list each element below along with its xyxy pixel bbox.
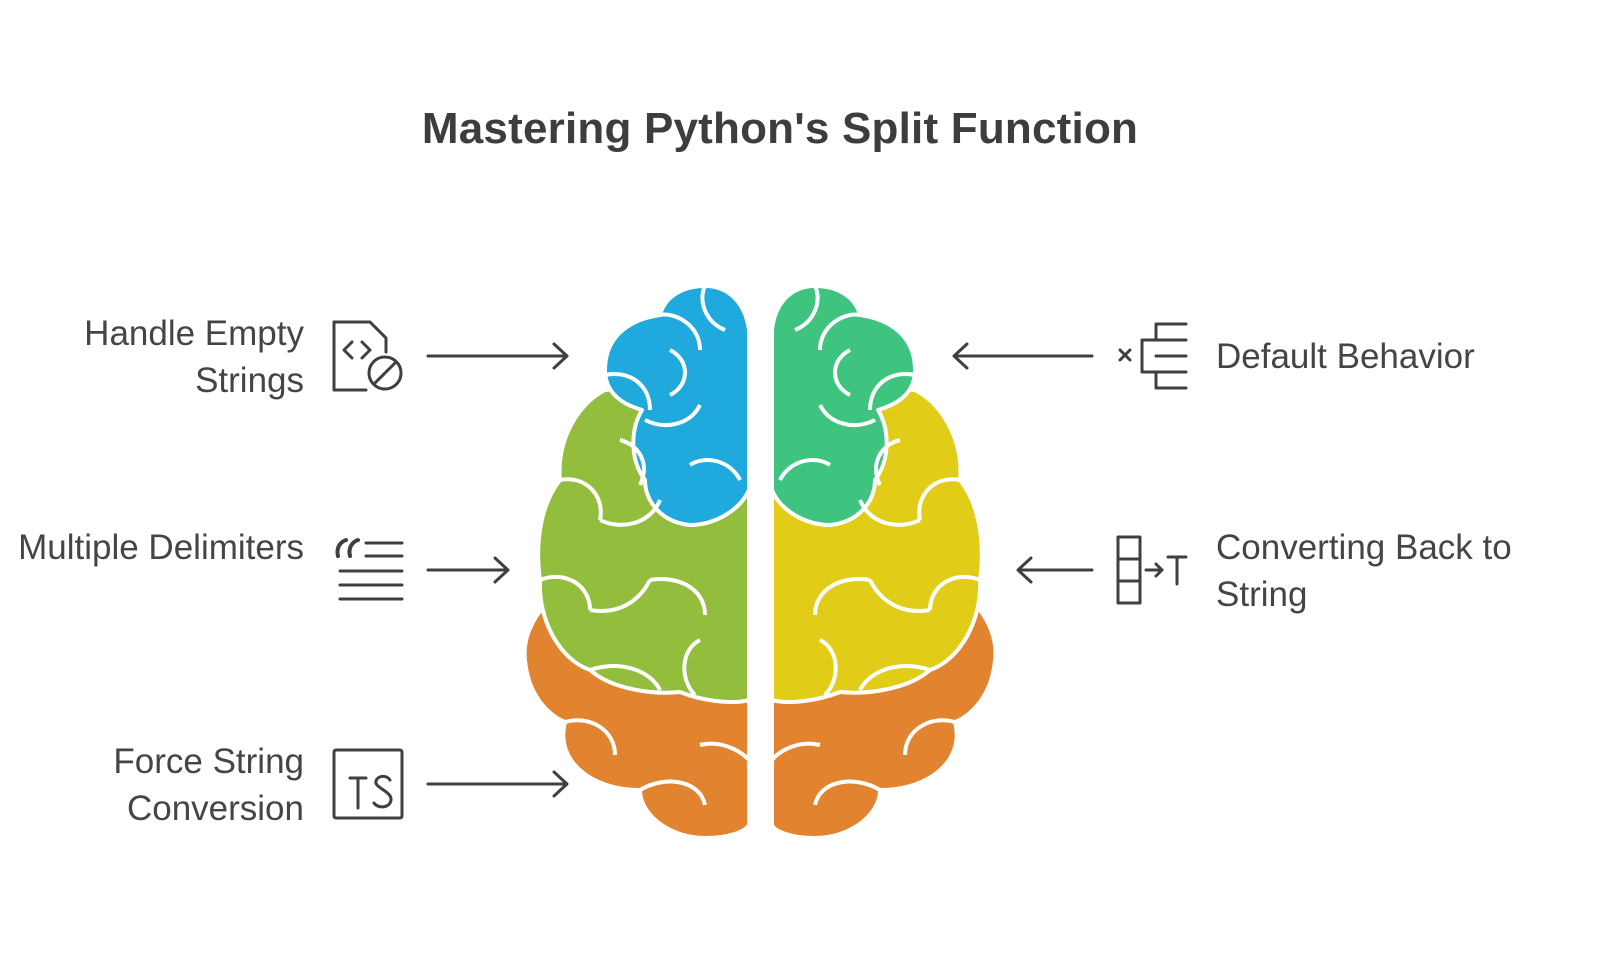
label-default-behavior: Default Behavior xyxy=(1216,337,1475,376)
left-blue-lobe xyxy=(603,284,749,527)
label-converting-back-to-string: Converting Back to String xyxy=(1216,528,1512,614)
label-handle-empty-strings: Handle Empty Strings xyxy=(84,314,304,400)
arrow-handle-empty-strings xyxy=(426,342,569,370)
right-hemisphere xyxy=(772,284,998,840)
code-document-block-icon xyxy=(332,320,403,392)
right-teal-lobe xyxy=(772,284,917,527)
arrow-default-behavior xyxy=(952,342,1094,370)
left-hemisphere xyxy=(522,284,749,840)
label-force-string-conversion: Force String Conversion xyxy=(113,742,304,828)
page-title: Mastering Python's Split Function xyxy=(421,104,1139,153)
arrow-multiple-delimiters xyxy=(426,556,510,584)
label-multiple-delimiters: Multiple Delimiters xyxy=(18,528,304,567)
arrow-force-string-conversion xyxy=(426,770,569,798)
quote-text-lines-icon xyxy=(335,538,404,601)
x-bracket-list-icon xyxy=(1118,322,1188,390)
ts-box-icon xyxy=(332,748,404,820)
arrow-converting-back-to-string xyxy=(1016,556,1094,584)
array-to-text-icon xyxy=(1116,535,1188,605)
